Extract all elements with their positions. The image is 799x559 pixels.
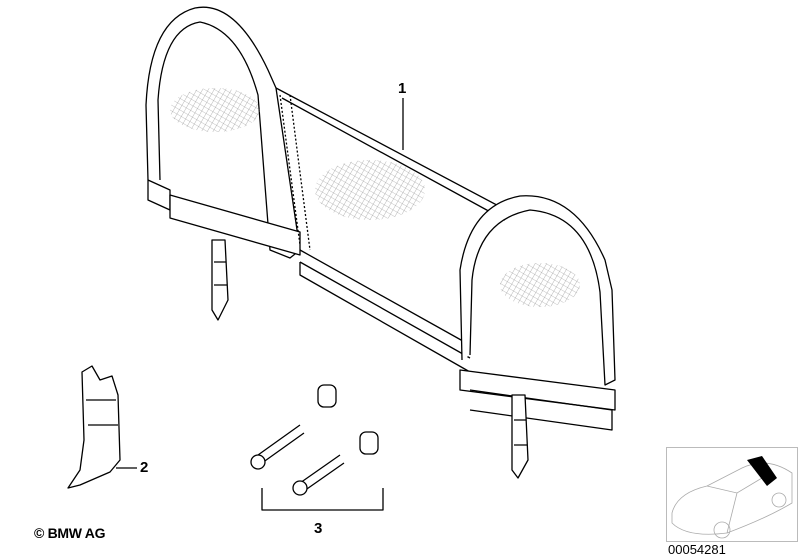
center-mesh-panel [275,87,511,373]
part-3-bolts [250,384,379,496]
right-side-panel [459,195,616,479]
callout-1[interactable]: 1 [398,80,407,97]
car-outline-icon [671,456,793,539]
diagram-number: 00054281 [668,542,726,557]
callout-3[interactable]: 3 [314,520,323,537]
callout-2[interactable]: 2 [140,459,149,476]
copyright-text: © BMW AG [34,525,106,541]
vehicle-location-thumbnail [666,447,798,542]
bracket-3 [261,488,384,511]
highlighted-deflector [747,456,777,486]
left-side-panel [145,6,301,321]
part-2-clip [67,365,121,489]
